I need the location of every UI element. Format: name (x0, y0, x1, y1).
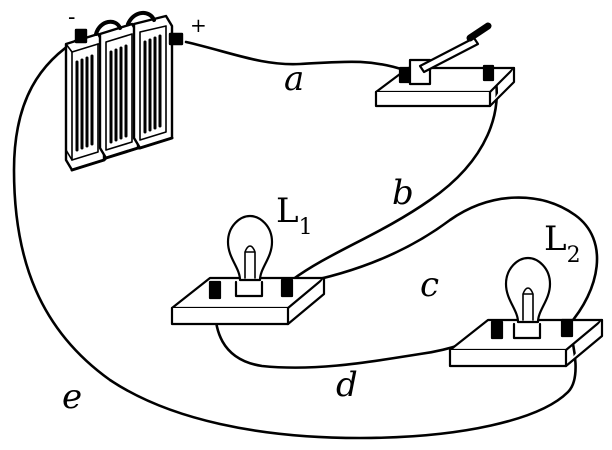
bulb-l1-letter: L (276, 191, 299, 231)
wire-b (290, 70, 499, 282)
bulb-l1-glass (226, 214, 274, 282)
bulb-l1-left-terminal (208, 280, 222, 300)
battery-plus-sign: + (190, 13, 207, 37)
battery-positive-terminal (168, 32, 184, 46)
battery-cell-3 (132, 14, 174, 150)
wire-e-label: e (62, 377, 82, 417)
bulb-l2-left-terminal (490, 320, 504, 340)
battery-minus-sign: - (68, 5, 75, 30)
wire-a (184, 40, 406, 72)
wire-b-label: b (392, 173, 414, 213)
battery-negative-terminal (74, 28, 88, 44)
bulb-l1-right-terminal (280, 278, 294, 298)
bulb-l1-label: L1 (276, 191, 313, 240)
bulb-l2-letter: L (544, 219, 567, 259)
battery (64, 11, 184, 172)
bulb-l1-socket (234, 280, 264, 298)
bulb-l2-label: L2 (544, 219, 581, 268)
bulb-l1-filament (244, 245, 256, 279)
battery-cell-1 (64, 32, 106, 172)
bulb-l2-right-terminal (560, 318, 574, 338)
switch[interactable] (374, 22, 516, 108)
bulb-l2-glass (504, 256, 552, 324)
wire-a-label: a (284, 59, 304, 99)
bulb-l1-subscript: 1 (299, 215, 313, 240)
bulb-l2 (448, 256, 604, 368)
battery-connector-1 (94, 19, 122, 36)
wire-d-label: d (336, 365, 358, 405)
battery-cell-2 (98, 22, 140, 160)
switch-blade[interactable] (418, 36, 480, 74)
switch-handle[interactable] (466, 22, 492, 42)
wire-c-label: c (420, 265, 439, 305)
wire-c (294, 196, 599, 328)
bulb-l2-socket (512, 322, 542, 340)
switch-right-terminal (482, 64, 495, 82)
bulb-l2-subscript: 2 (567, 243, 581, 268)
battery-connector-2 (126, 11, 156, 26)
bulb-l1 (170, 214, 326, 326)
bulb-l2-filament (522, 287, 534, 321)
wire-e (12, 36, 577, 440)
switch-left-terminal (398, 66, 411, 84)
